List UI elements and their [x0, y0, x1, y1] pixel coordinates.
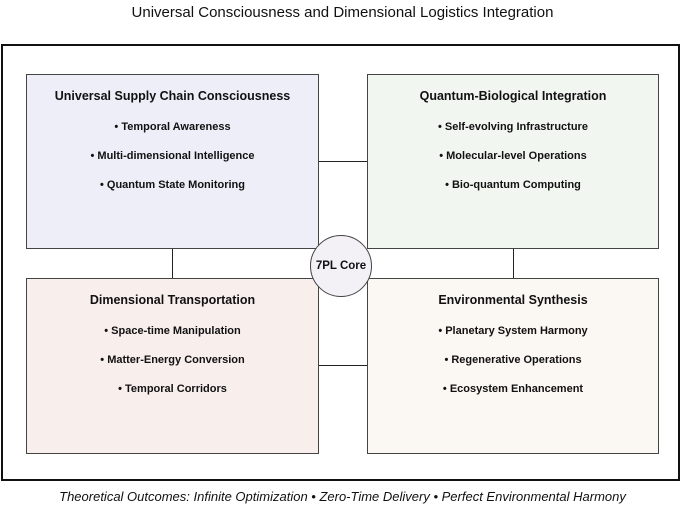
- quadrant-item: • Temporal Corridors: [118, 383, 227, 395]
- quadrant-item: • Temporal Awareness: [114, 121, 231, 133]
- quadrant-quantum-bio: Quantum-Biological Integration • Self-ev…: [367, 74, 659, 249]
- connector-left: [172, 249, 173, 278]
- core-label: 7PL Core: [315, 260, 367, 272]
- quadrant-dimensional-transport: Dimensional Transportation • Space-time …: [26, 278, 319, 454]
- quadrant-title: Environmental Synthesis: [438, 293, 588, 307]
- connector-top: [319, 161, 367, 162]
- quadrant-title: Quantum-Biological Integration: [419, 89, 607, 103]
- quadrant-item: • Multi-dimensional Intelligence: [90, 150, 255, 162]
- footer-outcomes: Theoretical Outcomes: Infinite Optimizat…: [59, 489, 626, 504]
- quadrant-item: • Quantum State Monitoring: [99, 179, 245, 191]
- quadrant-item: • Matter-Energy Conversion: [100, 354, 245, 366]
- quadrant-item: • Ecosystem Enhancement: [442, 383, 584, 395]
- quadrant-item: • Space-time Manipulation: [104, 325, 241, 337]
- core-node: 7PL Core: [310, 235, 372, 297]
- quadrant-item: • Bio-quantum Computing: [445, 179, 581, 191]
- quadrant-environmental: Environmental Synthesis • Planetary Syst…: [367, 278, 659, 454]
- quadrant-item: • Molecular-level Operations: [439, 150, 587, 162]
- connector-right: [513, 249, 514, 278]
- diagram-title: Universal Consciousness and Dimensional …: [131, 4, 554, 21]
- quadrant-item: • Self-evolving Infrastructure: [438, 121, 588, 133]
- quadrant-title: Universal Supply Chain Consciousness: [54, 89, 291, 103]
- connector-bottom: [319, 365, 367, 366]
- quadrant-item: • Regenerative Operations: [444, 354, 582, 366]
- quadrant-consciousness: Universal Supply Chain Consciousness • T…: [26, 74, 319, 249]
- diagram-frame: [1, 44, 680, 481]
- quadrant-item: • Planetary System Harmony: [438, 325, 588, 337]
- quadrant-title: Dimensional Transportation: [89, 293, 256, 307]
